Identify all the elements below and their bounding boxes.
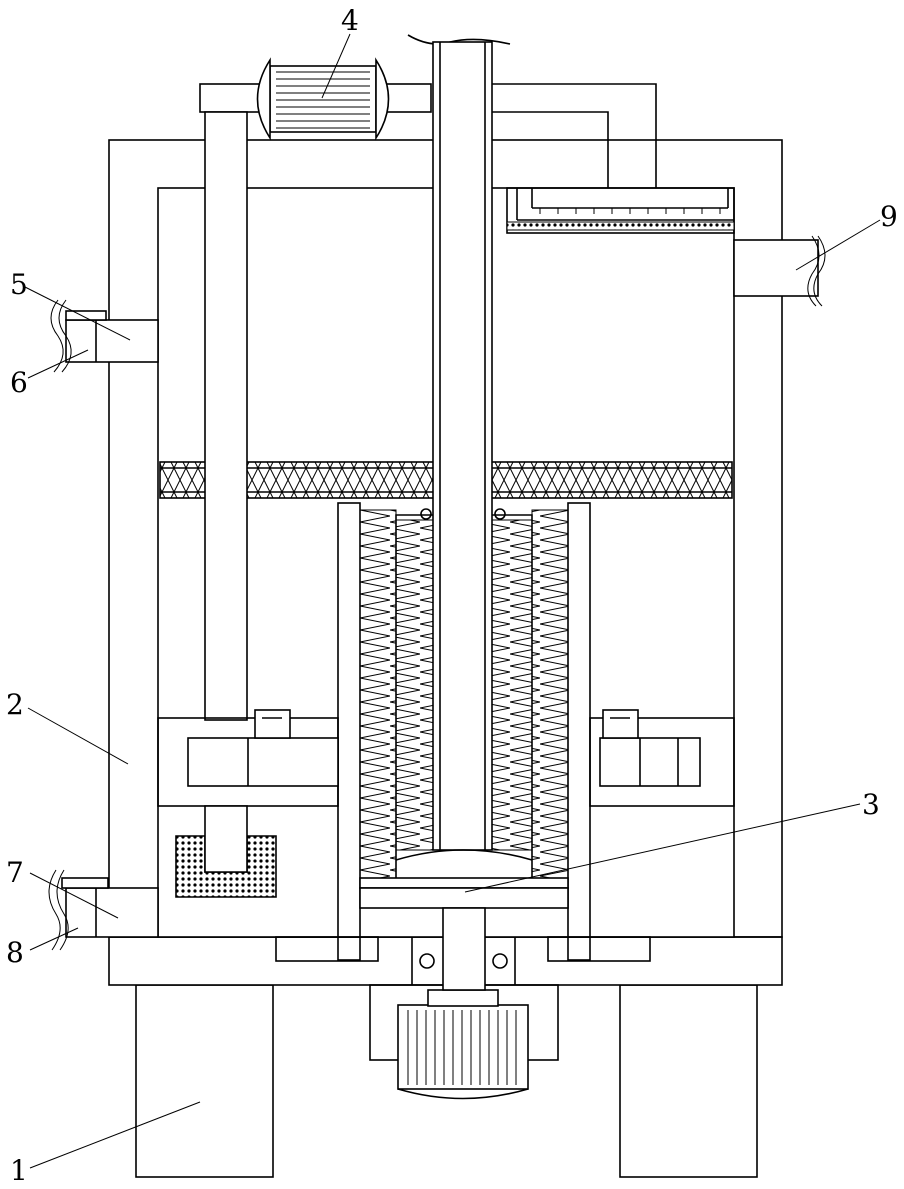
label-8: 8 [6,936,24,969]
motor [370,985,558,1099]
left-leg [136,985,273,1177]
right-outlet-pipe [734,236,825,306]
label-1: 1 [10,1154,28,1187]
right-leg [620,985,757,1177]
label-9: 9 [880,200,898,233]
label-5: 5 [10,268,28,301]
label-3: 3 [862,788,880,821]
label-7: 7 [6,856,24,889]
label-6: 6 [10,366,28,399]
label-2: 2 [6,688,24,721]
inlet-pipe [51,300,158,372]
label-4: 4 [341,4,359,37]
fan-unit [258,60,389,138]
